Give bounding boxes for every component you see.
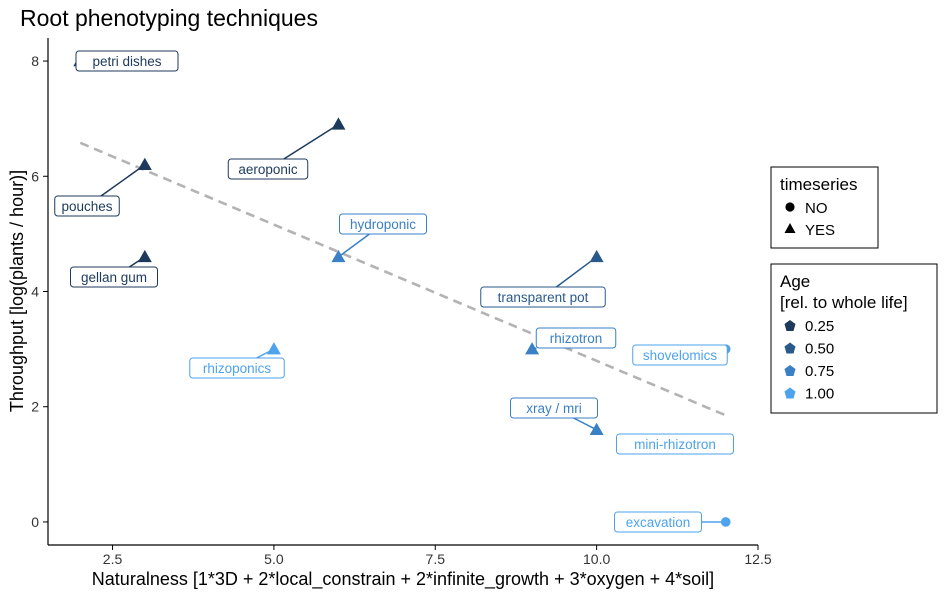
point-label: mini-rhizotron <box>616 433 734 455</box>
point-label: excavation <box>614 511 702 533</box>
legend-age: Age [rel. to whole life] 0.25 0.50 0.75 1.0… <box>770 263 938 414</box>
point-label: aeroponic <box>227 158 309 180</box>
data-point-triangle <box>331 249 346 263</box>
legend-age-label: 0.50 <box>805 341 834 358</box>
point-label-text: aeroponic <box>238 162 298 177</box>
point-label: rhizotron <box>535 327 617 349</box>
axes <box>47 38 758 546</box>
point-label-text: hydroponic <box>350 217 416 232</box>
data-point-triangle <box>331 117 346 130</box>
legend-timeseries-title: timeseries <box>780 175 857 194</box>
point-label-text: gellan gum <box>81 270 147 285</box>
y-ticks: 0 2 4 6 8 <box>31 53 48 530</box>
point-label-text: rhizoponics <box>203 361 272 376</box>
legend-circle-icon <box>785 202 795 212</box>
label-connector <box>283 123 339 160</box>
legend-age-swatch <box>784 387 796 399</box>
legend-triangle-icon <box>784 223 796 233</box>
y-axis-label: Throughput [log(plants / hour)] <box>7 170 27 412</box>
legend-timeseries-yes: YES <box>805 222 835 239</box>
x-tick-label: 10.0 <box>583 551 610 567</box>
point-label-box <box>480 286 606 308</box>
point-label-box <box>614 511 702 533</box>
data-point-triangle <box>266 342 281 355</box>
point-label: pouches <box>54 195 120 217</box>
x-tick-label: 7.5 <box>426 551 446 567</box>
point-labels: petri dishes pouches gellan gum aeroponic hy… <box>54 50 734 533</box>
x-axis-label: Naturalness [1*3D + 2*local_constrain + … <box>92 569 714 590</box>
point-label-box <box>535 327 617 349</box>
point-label-box <box>510 397 598 419</box>
point-label: xray / mri <box>510 397 598 419</box>
point-label-text: pouches <box>61 199 112 214</box>
point-label-text: excavation <box>626 515 691 530</box>
data-points <box>73 54 733 527</box>
point-label: hydroponic <box>339 213 427 235</box>
data-point-triangle <box>589 422 604 436</box>
point-label: petri dishes <box>75 50 179 72</box>
legend-age-label: 0.75 <box>805 363 834 380</box>
point-label-text: transparent pot <box>498 290 589 305</box>
point-label-text: mini-rhizotron <box>634 437 716 452</box>
point-label-box <box>227 158 309 180</box>
label-connectors <box>100 123 726 523</box>
legend-age-label: 0.25 <box>805 318 834 335</box>
trend-line <box>79 141 727 417</box>
point-label-text: xray / mri <box>526 401 582 416</box>
legend-age-title: Age <box>780 272 810 291</box>
point-label: transparent pot <box>480 286 606 308</box>
point-label-box <box>632 344 728 366</box>
y-tick-label: 6 <box>31 168 39 184</box>
point-label: shovelomics <box>632 344 728 366</box>
point-label-text: rhizotron <box>550 331 603 346</box>
point-label-box <box>339 213 427 235</box>
legend-timeseries-no: NO <box>805 200 828 217</box>
point-label-box <box>54 195 120 217</box>
label-connector <box>100 164 146 197</box>
trend-line-group <box>79 141 727 417</box>
legend-age-label: 1.00 <box>805 386 834 403</box>
point-label-box <box>70 266 158 288</box>
point-label-text: petri dishes <box>92 54 161 69</box>
legend-timeseries: timeseries NO YES <box>770 166 879 249</box>
point-label-box <box>189 357 285 379</box>
y-tick-label: 4 <box>31 284 39 300</box>
x-tick-label: 2.5 <box>103 551 123 567</box>
chart-title: Root phenotyping techniques <box>20 5 318 31</box>
label-connector <box>338 233 370 258</box>
legend-age-subtitle: [rel. to whole life] <box>780 293 908 312</box>
point-label-box <box>616 433 734 455</box>
y-tick-label: 2 <box>31 399 39 415</box>
x-tick-label: 5.0 <box>264 551 284 567</box>
legend-age-swatch <box>784 365 796 376</box>
data-point-triangle <box>137 249 152 263</box>
legend-age-swatch <box>784 320 796 331</box>
legend-age-box <box>770 263 938 414</box>
data-point-triangle <box>525 342 540 355</box>
data-point-triangle <box>589 249 604 263</box>
legend-age-items: 0.25 0.50 0.75 1.00 <box>784 318 834 403</box>
data-point-triangle <box>137 157 152 170</box>
x-ticks: 2.5 5.0 7.5 10.0 12.5 <box>103 545 772 567</box>
point-label: rhizoponics <box>189 357 285 379</box>
point-label: gellan gum <box>70 266 158 288</box>
legend-age-swatch <box>784 342 796 354</box>
label-connector <box>573 417 597 431</box>
data-point-circle <box>720 517 731 527</box>
point-label-text: shovelomics <box>643 348 718 363</box>
y-tick-label: 0 <box>31 514 39 530</box>
y-tick-label: 8 <box>31 53 39 69</box>
x-tick-label: 12.5 <box>744 551 771 567</box>
point-label-box <box>75 50 179 72</box>
